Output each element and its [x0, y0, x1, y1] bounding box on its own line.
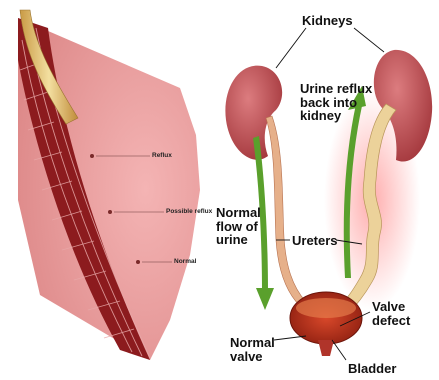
normal-flow-label: Normal flow of urine — [216, 206, 261, 247]
possible-reflux-label: Possible reflux — [166, 208, 212, 215]
kidneys-label: Kidneys — [302, 14, 353, 28]
bladder-rim — [296, 298, 356, 318]
kidneys-leader-left — [276, 28, 306, 68]
reflux-marker — [90, 154, 94, 158]
left-ureter — [266, 116, 306, 306]
bladder-leader — [332, 340, 346, 360]
bladder-label: Bladder — [348, 362, 396, 376]
normal-valve-leader — [274, 336, 306, 340]
valve-defect-label: Valve defect — [372, 300, 410, 327]
normal-marker — [136, 260, 140, 264]
urethra — [318, 340, 334, 356]
reflux-label: Reflux — [152, 152, 172, 159]
ureters-label: Ureters — [292, 234, 338, 248]
normal-label: Normal — [174, 258, 196, 265]
normal-valve-label: Normal valve — [230, 336, 275, 363]
urine-reflux-label: Urine reflux back into kidney — [300, 82, 372, 123]
possible-reflux-marker — [108, 210, 112, 214]
kidneys-leader-right — [354, 28, 384, 52]
